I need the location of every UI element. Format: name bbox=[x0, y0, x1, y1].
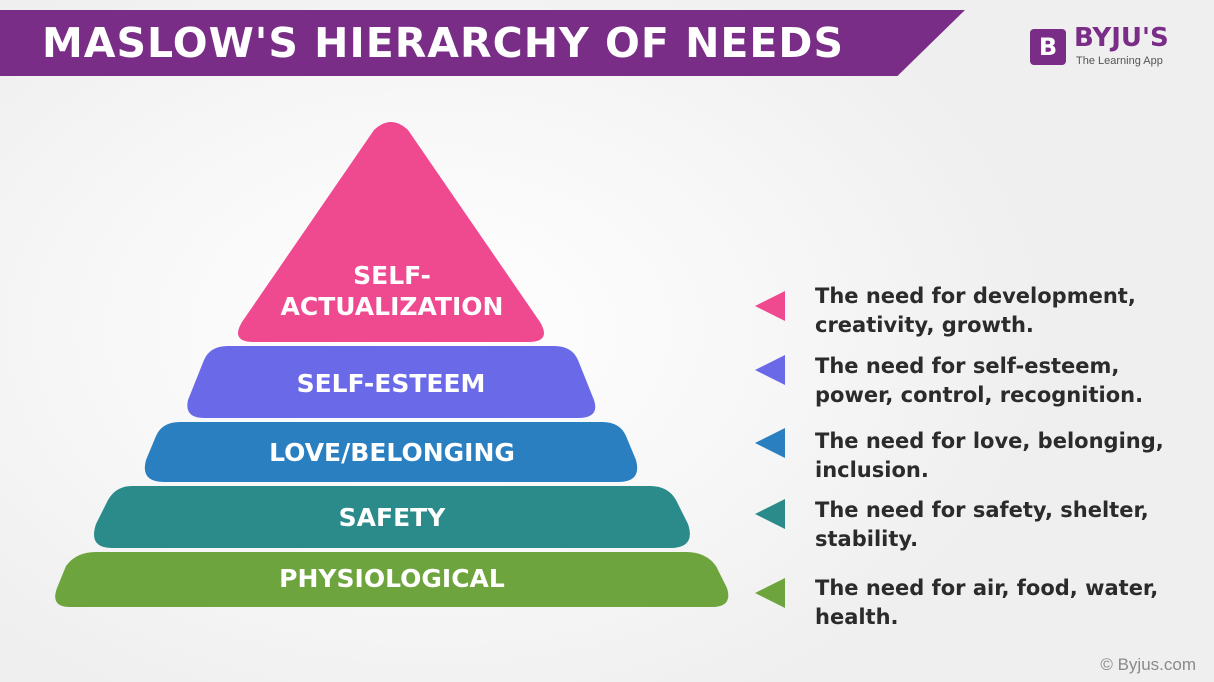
pyramid-level-safety bbox=[94, 486, 690, 548]
description-line: creativity, growth. bbox=[815, 313, 1034, 337]
title-banner bbox=[0, 10, 965, 76]
level-label-self-esteem: SELF-ESTEEM bbox=[191, 368, 591, 399]
level-label-line: LOVE/BELONGING bbox=[269, 438, 515, 467]
description-safety: The need for safety, shelter, stability. bbox=[815, 496, 1195, 554]
pyramid-level-physiological bbox=[55, 552, 729, 607]
copyright-notice: © Byjus.com bbox=[1100, 655, 1196, 674]
pyramid-level-love-belonging bbox=[144, 422, 638, 482]
level-label-line: SAFETY bbox=[338, 503, 446, 532]
description-line: The need for love, belonging, bbox=[815, 429, 1164, 453]
level-label-love-belonging: LOVE/BELONGING bbox=[142, 437, 642, 468]
arrow-physiological-icon bbox=[755, 578, 785, 608]
logo-tagline: The Learning App bbox=[1076, 55, 1163, 67]
arrow-safety-icon bbox=[755, 499, 785, 529]
description-line: The need for safety, shelter, bbox=[815, 498, 1149, 522]
page-title: MASLOW'S HIERARCHY OF NEEDS bbox=[42, 19, 844, 67]
description-line: The need for development, bbox=[815, 284, 1136, 308]
logo-mark-icon bbox=[1030, 29, 1066, 65]
description-line: power, control, recognition. bbox=[815, 383, 1144, 407]
level-label-self-actualization: SELF- ACTUALIZATION bbox=[242, 260, 542, 322]
level-label-line: SELF-ESTEEM bbox=[296, 369, 486, 398]
description-line: stability. bbox=[815, 527, 919, 551]
logo-name: BYJU'S bbox=[1074, 23, 1169, 53]
pyramid-level-self-actualization bbox=[238, 122, 544, 342]
description-line: The need for self-esteem, bbox=[815, 354, 1120, 378]
logo-mark-letter: B bbox=[1038, 33, 1058, 61]
arrow-love-belonging-icon bbox=[755, 428, 785, 458]
description-line: health. bbox=[815, 605, 899, 629]
level-label-safety: SAFETY bbox=[92, 502, 692, 533]
description-line: The need for air, food, water, bbox=[815, 576, 1159, 600]
description-self-actualization: The need for development, creativity, gr… bbox=[815, 282, 1195, 340]
pyramid-level-self-esteem bbox=[187, 346, 596, 418]
arrow-self-actualization-icon bbox=[755, 291, 785, 321]
level-label-line: PHYSIOLOGICAL bbox=[279, 564, 505, 593]
description-love-belonging: The need for love, belonging, inclusion. bbox=[815, 427, 1195, 485]
description-self-esteem: The need for self-esteem, power, control… bbox=[815, 352, 1195, 410]
level-label-line: ACTUALIZATION bbox=[280, 292, 504, 321]
description-line: inclusion. bbox=[815, 458, 929, 482]
level-label-physiological: PHYSIOLOGICAL bbox=[92, 563, 692, 594]
arrow-self-esteem-icon bbox=[755, 355, 785, 385]
description-physiological: The need for air, food, water, health. bbox=[815, 574, 1195, 632]
level-label-line: SELF- bbox=[353, 261, 431, 290]
